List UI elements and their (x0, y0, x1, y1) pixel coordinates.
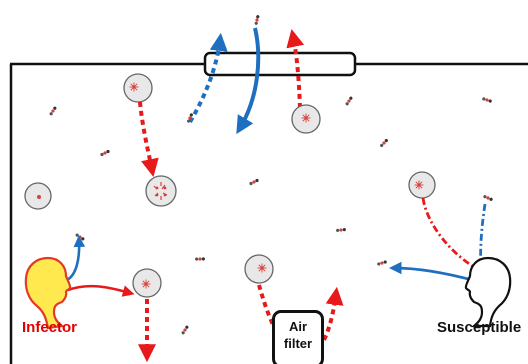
air-filter-label-line1: Air (288, 319, 308, 334)
susceptible-label: Susceptible (437, 319, 522, 336)
droplet (291, 104, 321, 134)
droplet (132, 268, 162, 298)
infector-head (24, 256, 72, 330)
outflow-arrow-red-dotted (286, 28, 305, 109)
room-outline (9, 62, 528, 364)
inflow-arrow-blue-solid (236, 27, 261, 135)
inhaled-path-red (421, 197, 484, 273)
air-filter-label: Air filter (275, 318, 321, 352)
filter-return-arrow (257, 284, 344, 359)
exhaled-plume-blue (66, 235, 86, 282)
outflow-arrow-blue-dotted (188, 32, 228, 124)
droplet (24, 182, 52, 210)
air-filter-label-line2: filter (283, 336, 313, 351)
ceiling-vent (203, 51, 357, 77)
droplet-trajectory-arrow (138, 101, 159, 178)
infector-label: Infector (22, 319, 78, 336)
droplet-breaking (145, 175, 177, 207)
exhaled-plume-red (67, 284, 135, 297)
droplet (408, 171, 436, 199)
droplet (123, 73, 153, 103)
susceptible-head (464, 256, 512, 328)
inhaled-path-blue (479, 203, 487, 269)
air-filter: Air filter (272, 310, 324, 364)
droplet (244, 254, 274, 284)
exhaled-plume-blue-susceptible (388, 261, 477, 283)
